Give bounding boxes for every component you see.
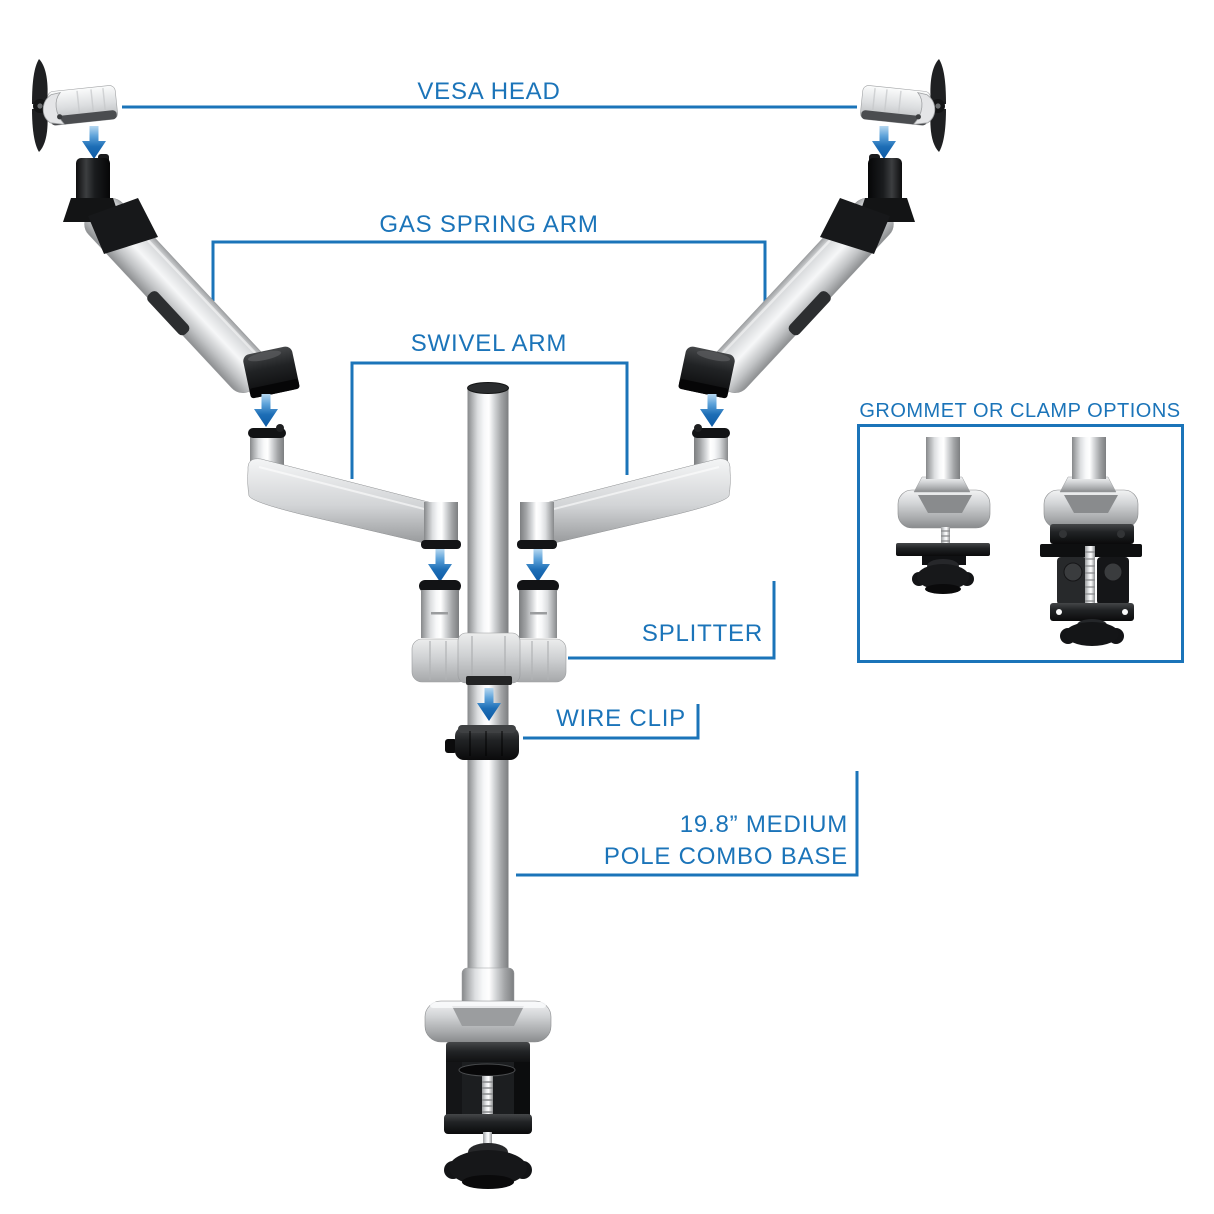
label-gas-spring-arm: GAS SPRING ARM (379, 211, 599, 238)
leader-line-gas-spring-arm (211, 240, 767, 306)
options-inset-box (857, 424, 1184, 663)
leader-lines (122, 105, 859, 877)
gas-spring-arm-part (63, 154, 300, 399)
label-pole-combo-base: 19.8” MEDIUM POLE COMBO BASE (604, 809, 848, 873)
label-pole-line2: POLE COMBO BASE (603, 843, 848, 870)
vesa-plate-wings (32, 59, 48, 152)
down-arrow-icon (254, 394, 278, 427)
leader-line-splitter (568, 581, 776, 660)
swivel-arm-part (247, 424, 461, 549)
down-arrow-icon (428, 549, 452, 582)
leader-line-wire-clip (523, 704, 700, 740)
vesa-head-part (42, 85, 118, 126)
splitter-part (411, 632, 567, 685)
label-pole-line1: 19.8” MEDIUM (679, 811, 848, 838)
label-vesa-head: VESA HEAD (417, 78, 561, 105)
pole-base-clamp-part (424, 1000, 552, 1189)
leader-line-swivel-arm (350, 361, 629, 479)
wire-clip-part (445, 725, 519, 760)
leader-line-pole-base (516, 771, 859, 877)
label-options-title: GROMMET OR CLAMP OPTIONS (859, 400, 1181, 422)
splitter-socket-part (419, 580, 461, 638)
left-side-assembly (32, 59, 461, 638)
label-swivel-arm: SWIVEL ARM (410, 330, 568, 357)
center-pole (461, 382, 515, 1007)
grommet-mount-option (896, 437, 991, 594)
clamp-mount-option (1040, 437, 1142, 646)
label-wire-clip: WIRE CLIP (556, 705, 686, 732)
label-splitter: SPLITTER (641, 620, 763, 647)
